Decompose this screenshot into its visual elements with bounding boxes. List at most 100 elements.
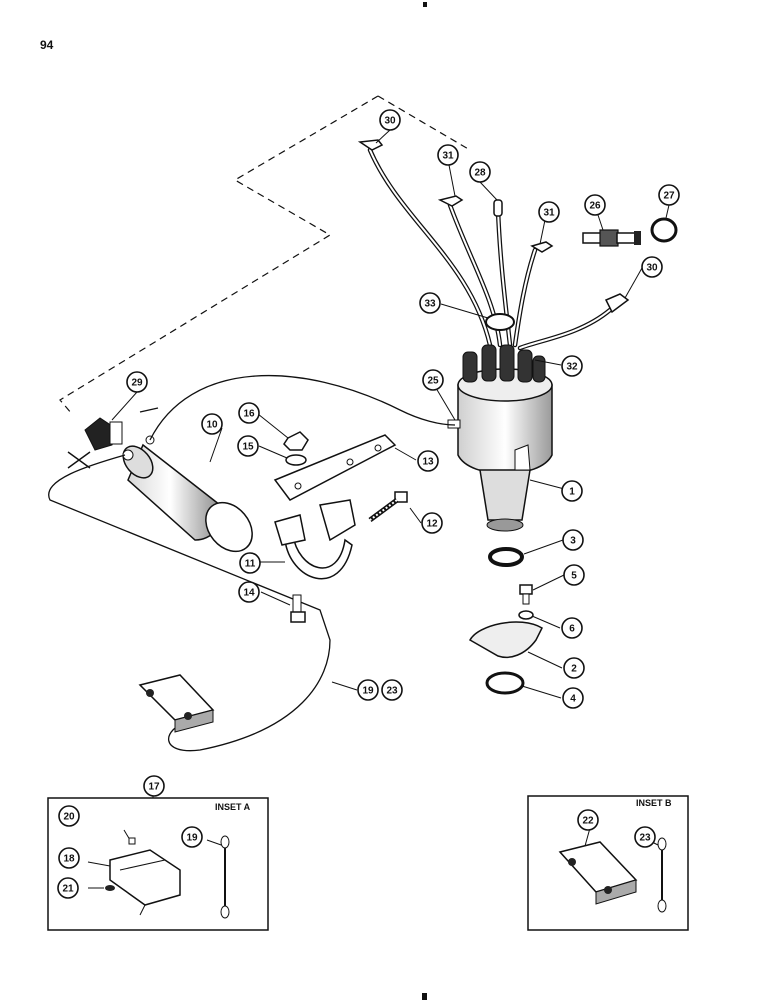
callout-circle bbox=[379, 109, 401, 131]
spark-plug-gasket bbox=[650, 217, 678, 243]
callout-number: 20 bbox=[63, 812, 75, 823]
washer bbox=[488, 547, 524, 567]
callout-circle bbox=[58, 805, 80, 827]
callout-number: 11 bbox=[245, 559, 256, 570]
dash-mark bbox=[139, 407, 159, 413]
callout-number: 4 bbox=[570, 694, 576, 705]
callout-21: 21 bbox=[57, 877, 79, 899]
callout-number: 19 bbox=[362, 686, 374, 697]
callout-14: 14 bbox=[238, 581, 260, 603]
callout-circle bbox=[238, 581, 260, 603]
callout-28: 28 bbox=[469, 161, 491, 183]
callout-15: 15 bbox=[237, 435, 259, 457]
callout-number: 28 bbox=[474, 168, 486, 179]
coil-clamp bbox=[274, 499, 356, 580]
callout-circle bbox=[57, 877, 79, 899]
ballast-resistor bbox=[138, 674, 215, 733]
callout-22: 22 bbox=[577, 809, 599, 831]
callout-10: 10 bbox=[201, 413, 223, 435]
callout-29: 29 bbox=[126, 371, 148, 393]
callout-number: 13 bbox=[422, 457, 434, 468]
callout-27: 27 bbox=[658, 184, 680, 206]
callout-number: 22 bbox=[582, 816, 594, 827]
callout-number: 16 bbox=[243, 409, 255, 420]
callout-5: 5 bbox=[563, 564, 585, 586]
mounting-bracket bbox=[273, 434, 397, 501]
callout-31: 31 bbox=[437, 144, 459, 166]
callout-circle bbox=[419, 292, 441, 314]
callout-circle bbox=[417, 450, 439, 472]
callout-circle bbox=[561, 617, 583, 639]
callout-circle bbox=[239, 552, 261, 574]
callout-number: 19 bbox=[186, 833, 198, 844]
bottom-registration-mark bbox=[422, 993, 427, 1000]
callout-23: 23 bbox=[634, 826, 656, 848]
ignition-switch bbox=[84, 417, 123, 451]
callout-circle bbox=[58, 847, 80, 869]
callout-13: 13 bbox=[417, 450, 439, 472]
callout-3: 3 bbox=[562, 529, 584, 551]
callout-6: 6 bbox=[561, 617, 583, 639]
cap-screw bbox=[519, 584, 533, 605]
hold-down-clamp bbox=[468, 621, 543, 659]
callout-number: 3 bbox=[570, 536, 576, 547]
callout-circle bbox=[357, 679, 379, 701]
callout-number: 30 bbox=[646, 263, 658, 274]
callout-circle bbox=[577, 809, 599, 831]
callout-circle bbox=[469, 161, 491, 183]
callout-circle bbox=[538, 201, 560, 223]
callout-circle bbox=[126, 371, 148, 393]
callout-number: 31 bbox=[543, 208, 555, 219]
callout-33: 33 bbox=[419, 292, 441, 314]
callout-circle bbox=[422, 369, 444, 391]
inset-a: INSET A bbox=[47, 790, 269, 931]
callout-26: 26 bbox=[584, 194, 606, 216]
inset-a-title: INSET A bbox=[215, 802, 251, 812]
callout-19: 19 bbox=[181, 826, 203, 848]
callout-number: 29 bbox=[131, 378, 143, 389]
callout-number: 10 bbox=[206, 420, 218, 431]
callout-number: 27 bbox=[663, 191, 675, 202]
callout-11: 11 bbox=[239, 552, 261, 574]
callout-20: 20 bbox=[58, 805, 80, 827]
callout-circle bbox=[181, 826, 203, 848]
callout-circle bbox=[238, 402, 260, 424]
callout-number: 31 bbox=[442, 151, 454, 162]
callout-number: 18 bbox=[63, 854, 75, 865]
callout-number: 23 bbox=[386, 686, 398, 697]
hex-nut bbox=[283, 431, 309, 451]
callout-circle bbox=[381, 679, 403, 701]
callout-16: 16 bbox=[238, 402, 260, 424]
callout-25: 25 bbox=[422, 369, 444, 391]
callout-number: 14 bbox=[243, 588, 255, 599]
callout-number: 12 bbox=[426, 519, 438, 530]
callout-circle bbox=[561, 480, 583, 502]
callout-1: 1 bbox=[561, 480, 583, 502]
resistor-block bbox=[109, 849, 181, 906]
callout-17: 17 bbox=[143, 775, 165, 797]
x-mark bbox=[67, 451, 91, 469]
callout-30: 30 bbox=[641, 256, 663, 278]
callout-32: 32 bbox=[561, 355, 583, 377]
callout-circle bbox=[563, 657, 585, 679]
callout-circle bbox=[437, 144, 459, 166]
callout-number: 32 bbox=[566, 362, 578, 373]
flat-washer bbox=[285, 454, 307, 466]
callout-circle bbox=[562, 529, 584, 551]
registration-mark bbox=[423, 2, 427, 7]
lockwasher bbox=[518, 610, 534, 620]
ignition-coil bbox=[122, 435, 253, 553]
inset-b: INSET B bbox=[527, 795, 689, 931]
wire-terminal-boots bbox=[357, 139, 630, 314]
inset-b-title: INSET B bbox=[636, 798, 672, 808]
resistor-wire-loop bbox=[48, 454, 331, 752]
clamp-bolt bbox=[290, 594, 306, 623]
callout-number: 2 bbox=[571, 664, 577, 675]
spark-plug bbox=[582, 229, 641, 247]
callout-number: 17 bbox=[148, 782, 160, 793]
dashed-wire-route bbox=[59, 95, 471, 415]
o-ring bbox=[485, 671, 525, 695]
page-number: 94 bbox=[40, 38, 54, 52]
callout-23: 23 bbox=[381, 679, 403, 701]
